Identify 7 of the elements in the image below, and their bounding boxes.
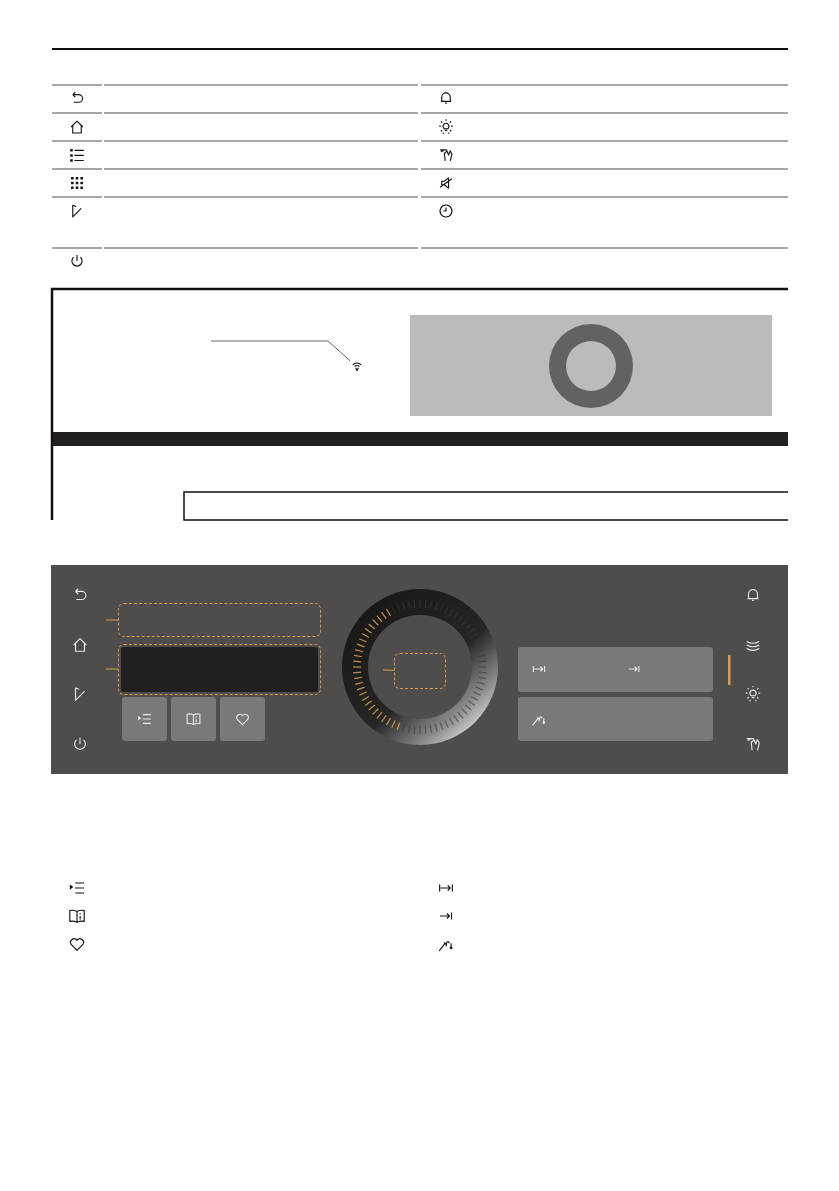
center-field xyxy=(394,653,446,689)
leader-line xyxy=(105,668,119,670)
leader-line xyxy=(105,619,119,621)
wifi-icon xyxy=(350,360,364,374)
status-field xyxy=(118,603,321,637)
leader-line xyxy=(382,669,395,671)
leader-line xyxy=(210,340,351,362)
